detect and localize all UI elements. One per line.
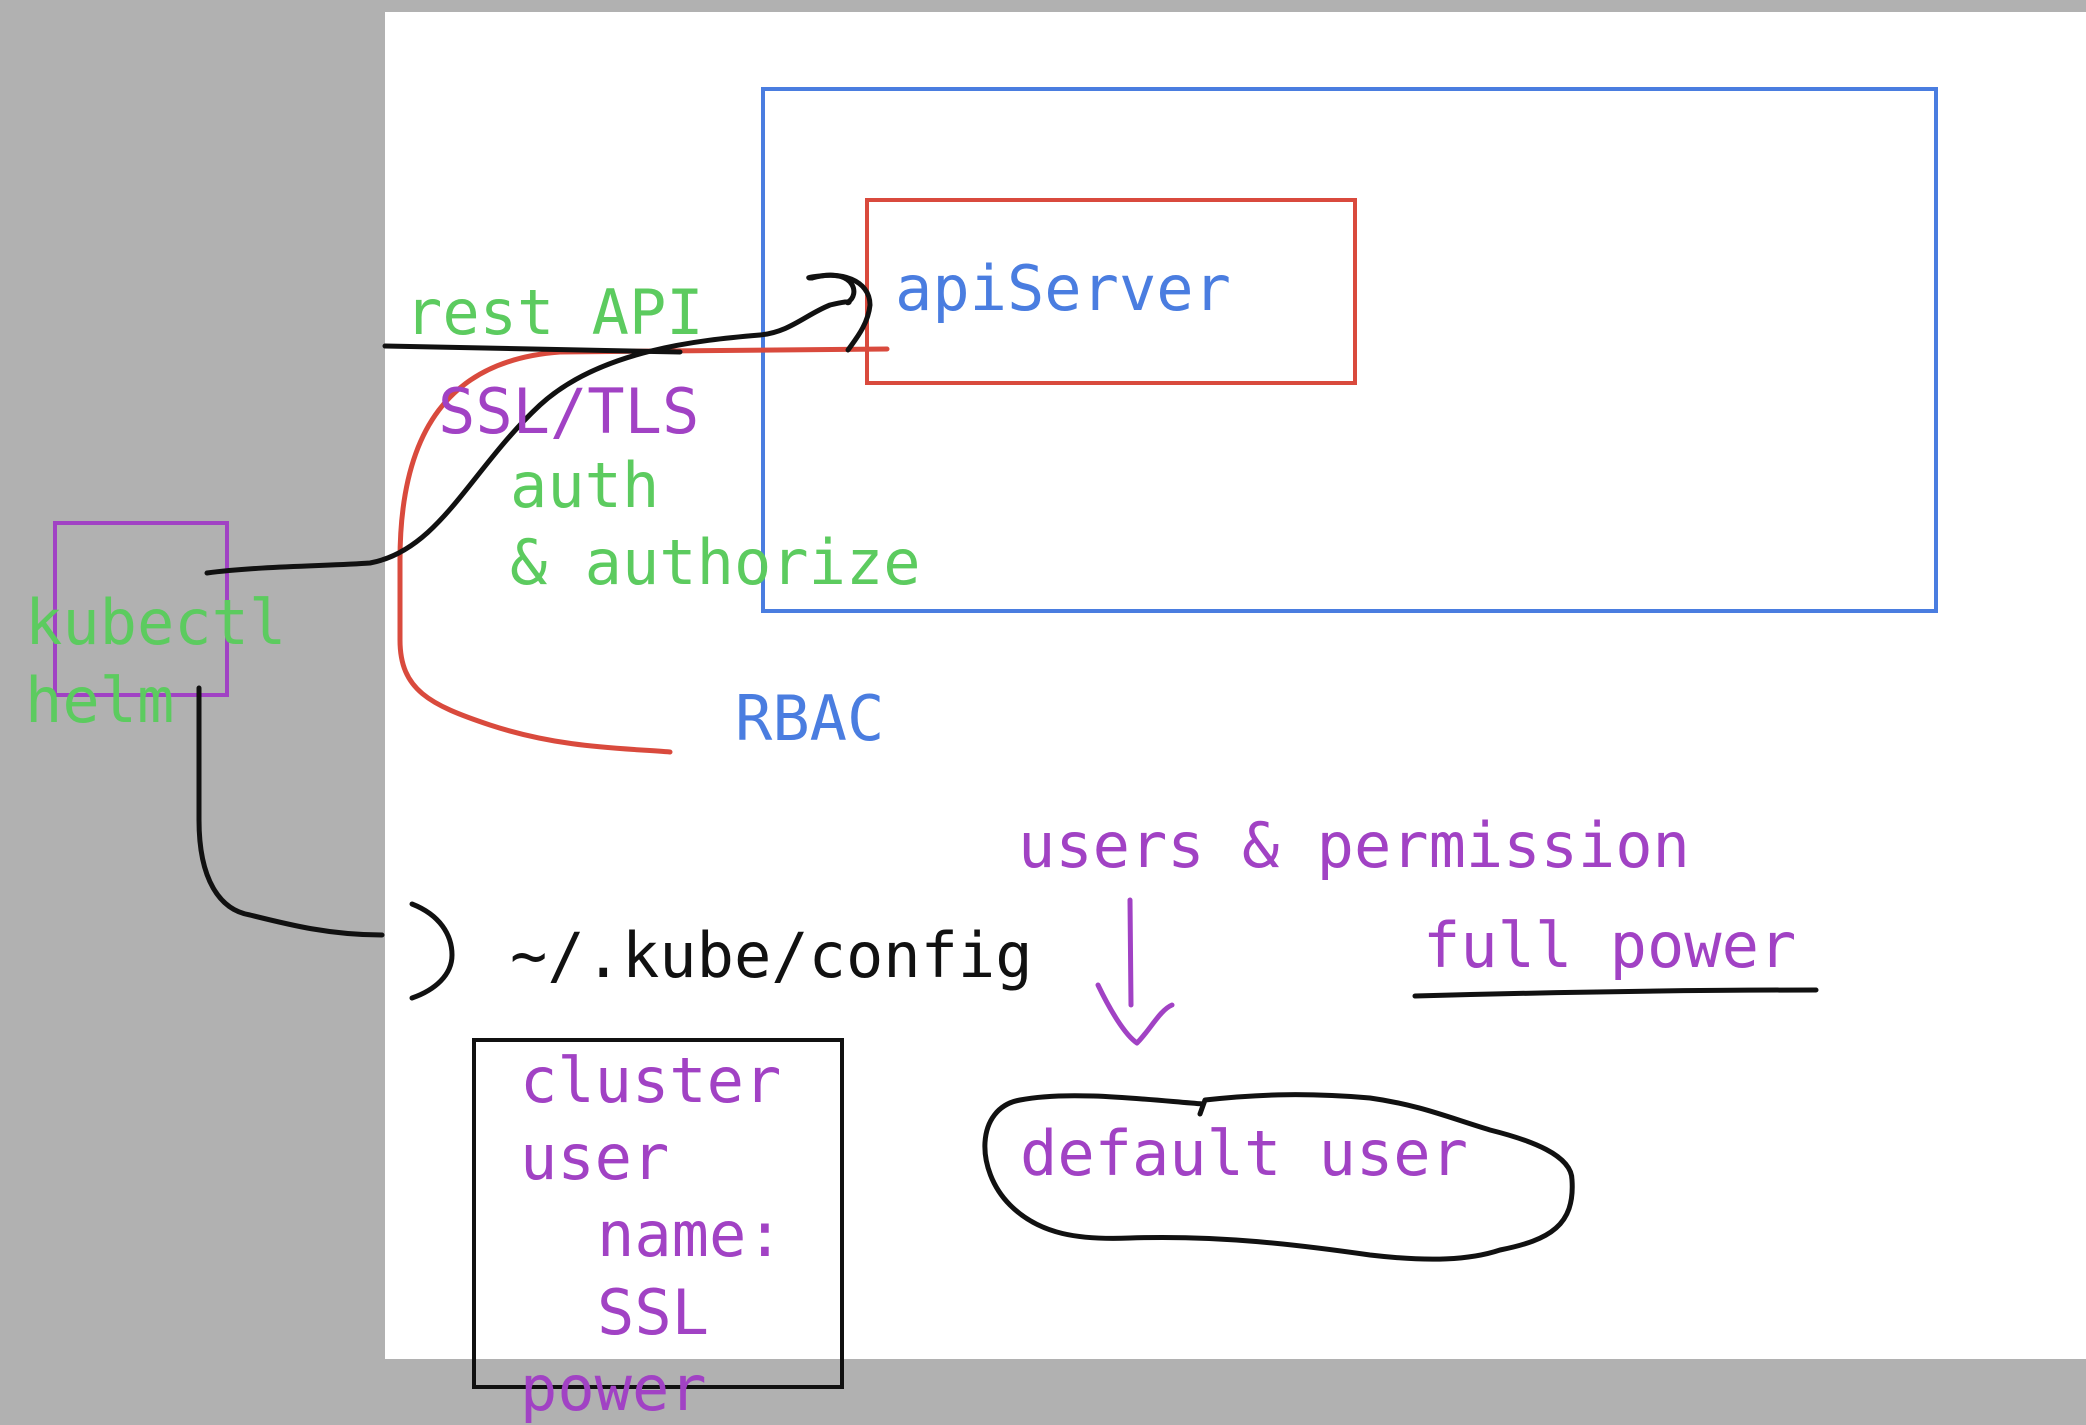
rbac-label: RBAC [735, 682, 885, 755]
helm-label: helm [25, 664, 175, 737]
whiteboard-canvas [385, 12, 2086, 1359]
full-power-label: full power [1423, 909, 1797, 982]
rest-api-label: rest API [405, 276, 704, 349]
default-user-label: default user [1020, 1117, 1468, 1190]
request-arrow-curve [204, 272, 857, 576]
default-user-circle [982, 1092, 1575, 1262]
full-power-underline [1412, 987, 1819, 999]
kubectl-label: kubectl [25, 586, 287, 659]
config-name-line: name: [597, 1198, 784, 1271]
config-bracket [409, 901, 455, 1001]
config-link-curve [196, 685, 385, 938]
config-ssl-line: SSL [597, 1276, 709, 1349]
authorize-label: & authorize [510, 526, 921, 599]
permission-arrow [1095, 897, 1175, 1046]
auth-path-curve [397, 346, 890, 755]
config-cluster-line: cluster [520, 1044, 782, 1117]
auth-label: auth [510, 449, 660, 522]
config-box [472, 1038, 844, 1389]
ssl-tls-label: SSL/TLS [438, 375, 700, 448]
users-permission-label: users & permission [1018, 809, 1690, 882]
client-box [53, 521, 229, 697]
kube-config-label: ~/.kube/config [510, 919, 1033, 992]
config-user-line: user [520, 1121, 670, 1194]
config-power-line: power [520, 1352, 707, 1425]
api-server-label: apiServer [895, 252, 1231, 325]
rest-api-line [382, 343, 683, 355]
request-arrow-head [809, 272, 873, 353]
cluster-box [761, 87, 1938, 613]
